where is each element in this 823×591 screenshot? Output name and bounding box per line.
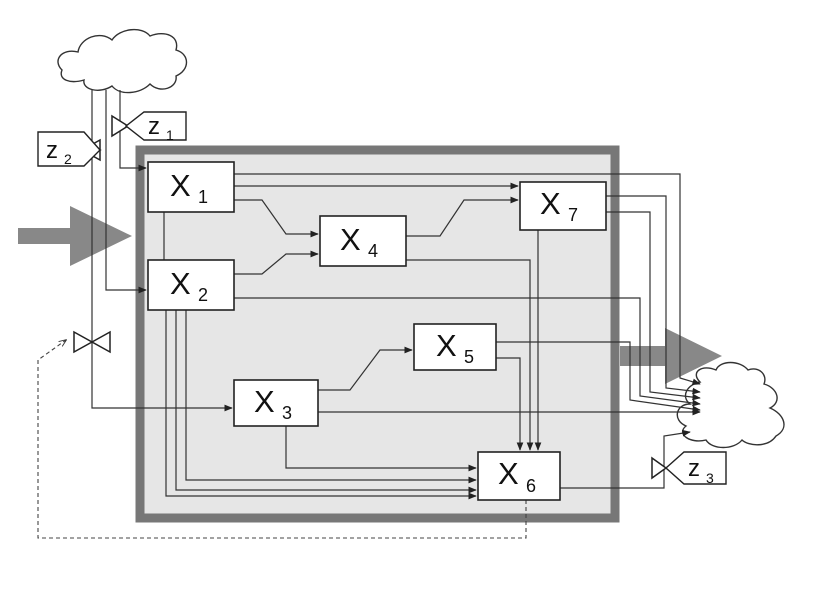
tag-z2: z 2	[37, 131, 101, 167]
svg-text:z: z	[46, 137, 58, 164]
input-flow-arrow	[18, 206, 132, 266]
node-x2[interactable]: X 2	[147, 259, 235, 311]
cloud-sink	[676, 361, 785, 449]
node-x5[interactable]: X 5	[413, 323, 497, 371]
svg-text:1: 1	[166, 127, 174, 143]
tag-z1: z 1	[124, 111, 187, 143]
svg-text:7: 7	[568, 205, 578, 225]
svg-text:3: 3	[706, 470, 714, 486]
svg-text:X: X	[498, 456, 519, 491]
node-x6[interactable]: X 6	[477, 451, 561, 501]
svg-text:2: 2	[198, 285, 208, 305]
output-flow-arrow	[620, 328, 722, 384]
svg-text:1: 1	[198, 187, 208, 207]
node-x3[interactable]: X 3	[233, 379, 319, 427]
svg-text:5: 5	[464, 347, 474, 367]
svg-text:z: z	[148, 113, 160, 140]
node-x1[interactable]: X 1	[147, 161, 235, 213]
svg-text:z: z	[688, 455, 700, 482]
svg-text:X: X	[340, 222, 361, 257]
cloud-source	[57, 29, 188, 94]
node-x7[interactable]: X 7	[519, 181, 607, 231]
tag-z3: z 3	[664, 451, 727, 486]
svg-text:X: X	[170, 266, 191, 301]
svg-text:X: X	[170, 168, 191, 203]
valve-feedback-icon[interactable]	[73, 330, 111, 354]
svg-text:4: 4	[368, 241, 378, 261]
svg-text:X: X	[254, 384, 275, 419]
svg-text:3: 3	[282, 403, 292, 423]
svg-text:6: 6	[526, 476, 536, 496]
node-x4[interactable]: X 4	[319, 215, 407, 267]
svg-text:2: 2	[64, 151, 72, 167]
svg-text:X: X	[540, 186, 561, 221]
svg-text:X: X	[436, 328, 457, 363]
